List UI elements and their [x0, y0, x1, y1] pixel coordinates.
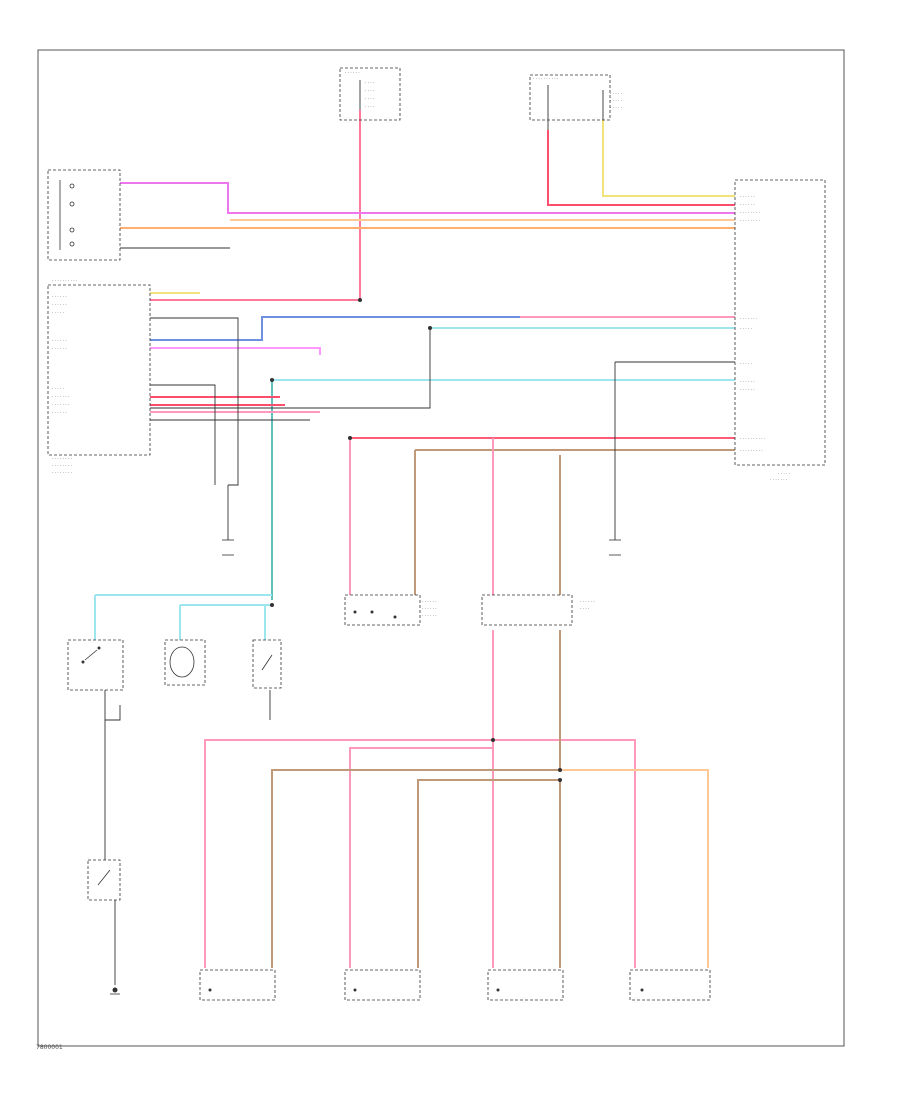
- svg-text:· · · ·: · · · ·: [365, 96, 374, 101]
- svg-text:· · · · · ·: · · · · · ·: [52, 346, 67, 351]
- wire-pink-lower3: [349, 747, 493, 968]
- svg-text:· · · · · · · ·: · · · · · · · ·: [740, 210, 760, 215]
- wire-pink-fuse-feed: [150, 110, 361, 301]
- svg-text:· · · · ·: · · · · ·: [778, 471, 790, 476]
- wires: [94, 110, 735, 968]
- svg-text:· · · · · ·: · · · · · ·: [740, 194, 755, 199]
- svg-text:· · · · ·: · · · · ·: [52, 310, 64, 315]
- svg-text:· · · · · ·: · · · · · ·: [422, 606, 437, 611]
- svg-text:· · · · · · · ·: · · · · · · · ·: [740, 218, 760, 223]
- svg-text:· · · · ·: · · · · ·: [52, 386, 64, 391]
- svg-text:· · · · · ·: · · · · · ·: [422, 599, 437, 604]
- footer-code: 7800001: [36, 1044, 63, 1051]
- wire-pink-mid: [150, 347, 321, 355]
- svg-text:· · · · · ·: · · · · · ·: [422, 613, 437, 618]
- switch-driver-door: · · · · · · · · · · · · · · · · · ·: [344, 594, 437, 626]
- left-module: · · · · · · · · · · · · · · · · · · · · …: [47, 278, 151, 475]
- right-module: · · · · · · · · · · · · · · · · · · · · …: [734, 179, 826, 482]
- svg-text:· · · ·: · · · ·: [365, 88, 374, 93]
- wire-blue: [150, 316, 735, 341]
- wire-orange-lower: [560, 769, 709, 968]
- svg-text:· · · · · ·: · · · · · ·: [740, 202, 755, 207]
- diagram-frame: [37, 49, 845, 1047]
- svg-text:· · · · · · · ·: · · · · · · · ·: [52, 456, 72, 461]
- svg-text:· · · · ·: · · · · ·: [610, 91, 622, 96]
- svg-text:· · · · · ·: · · · · · ·: [52, 294, 67, 299]
- svg-text:· · · · · ·: · · · · · ·: [52, 410, 67, 415]
- wire-brown-lower2: [417, 779, 560, 968]
- svg-text:· · · ·: · · · ·: [365, 80, 374, 85]
- svg-text:· · · · · ·: · · · · · ·: [740, 379, 755, 384]
- svg-text:· · · · · · ·: · · · · · · ·: [740, 316, 757, 321]
- switch-lower-left-1: [67, 639, 124, 691]
- left-switch-assembly: [47, 169, 121, 261]
- svg-text:· · · · · ·: · · · · · ·: [580, 599, 595, 604]
- svg-text:· · · · · · · · · ·: · · · · · · · · · ·: [740, 436, 765, 441]
- svg-text:· · · · · · · · ·: · · · · · · · · ·: [740, 448, 763, 453]
- wire-magenta-top: [120, 182, 735, 214]
- wire-yellow-fuse: [602, 120, 735, 197]
- wire-pink-lower2: [493, 739, 636, 968]
- relay-bottom-left: [87, 859, 121, 995]
- svg-text:· · · · · ·: · · · · · ·: [345, 70, 360, 75]
- fuse-block-top-left: · · · · · · · · · · · · · · · · · · · · …: [339, 67, 401, 121]
- wire-red-fuse: [547, 130, 735, 206]
- fuse-block-top-right: · · · · · · · · · · · · · · · · · · · · …: [529, 74, 622, 121]
- svg-text:· · · ·: · · · ·: [365, 104, 374, 109]
- black-wires: [104, 80, 735, 985]
- svg-text:· · · · · · · · · ·: · · · · · · · · · ·: [533, 76, 558, 81]
- svg-text:· · · · ·: · · · · ·: [610, 105, 622, 110]
- wire-pink-lower1: [204, 630, 494, 968]
- actuator-row: [199, 969, 711, 1001]
- svg-text:· · · ·: · · · ·: [580, 606, 589, 611]
- svg-text:· · · · · · ·: · · · · · · ·: [52, 402, 69, 407]
- lock-cylinder-switch: · · · · · · · · · ·: [481, 594, 595, 626]
- wire-brown-lower1: [271, 630, 561, 968]
- grounds: [222, 539, 621, 556]
- svg-text:· · · · · · ·: · · · · · · ·: [52, 394, 69, 399]
- svg-text:· · · · ·: · · · · ·: [740, 326, 752, 331]
- svg-text:· · · · · ·: · · · · · ·: [740, 387, 755, 392]
- svg-text:· · · · · · · ·: · · · · · · · ·: [52, 470, 72, 475]
- svg-text:· · · · ·: · · · · ·: [740, 361, 752, 366]
- splices: [270, 298, 562, 782]
- svg-text:· · · · · · · · · ·: · · · · · · · · · ·: [52, 278, 77, 283]
- svg-text:· · · · · · ·: · · · · · · ·: [770, 477, 787, 482]
- svg-text:· · · · · ·: · · · · · ·: [52, 302, 67, 307]
- switch-lower-left-2: [164, 639, 206, 686]
- switch-lower-left-3: [252, 639, 282, 689]
- svg-text:· · · · · · · ·: · · · · · · · ·: [52, 463, 72, 468]
- svg-text:· · · · ·: · · · · ·: [610, 98, 622, 103]
- svg-text:· · · · · ·: · · · · · ·: [52, 338, 67, 343]
